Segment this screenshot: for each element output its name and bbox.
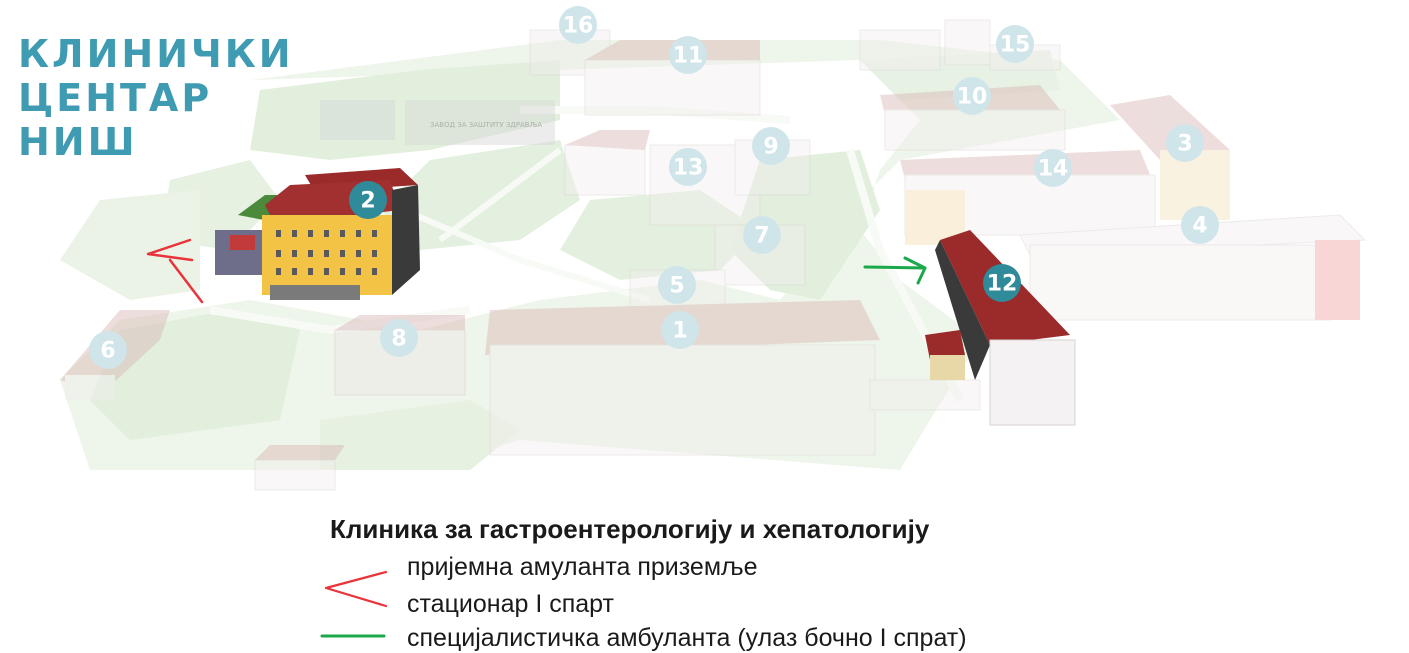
legend-red-arrow-icon (324, 570, 388, 608)
building-badge-8[interactable]: 8 (380, 319, 418, 357)
badge-number: 11 (673, 44, 704, 69)
building-badge-2[interactable]: 2 (349, 181, 387, 219)
building-badge-12[interactable]: 12 (983, 264, 1021, 302)
badge-number: 16 (563, 14, 594, 39)
badge-number: 9 (763, 135, 778, 160)
badge-circle (1034, 149, 1072, 187)
badge-number: 6 (100, 339, 115, 364)
badge-circle (953, 77, 991, 115)
badge-number: 1 (672, 319, 687, 344)
building-2[interactable] (215, 168, 420, 300)
badge-number: 13 (673, 156, 704, 181)
badge-circle (380, 319, 418, 357)
badge-circle (752, 127, 790, 165)
building-badge-16[interactable]: 16 (559, 6, 597, 44)
building-badge-15[interactable]: 15 (996, 25, 1034, 63)
legend-title: Клиника за гастроентерологију и хепатоло… (330, 514, 930, 544)
badge-number: 15 (1000, 33, 1031, 58)
badge-number: 12 (987, 272, 1018, 297)
campus-map: ЗАВОД ЗА ЗАШТИТУ ЗДРАВЉА 123456789101112… (60, 6, 1367, 491)
building-badge-11[interactable]: 11 (669, 36, 707, 74)
building-badge-6[interactable]: 6 (89, 331, 127, 369)
badge-circle (1166, 124, 1204, 162)
legend-item-inpatient: стационар I спарт (407, 590, 614, 618)
badge-circle (669, 36, 707, 74)
ground (60, 40, 1120, 470)
building-badge-4[interactable]: 4 (1181, 206, 1219, 244)
badge-circle (559, 6, 597, 44)
badge-number: 3 (1177, 132, 1192, 157)
road-sign-label: ЗАВОД ЗА ЗАШТИТУ ЗДРАВЉА (430, 121, 542, 129)
legend-item-reception: пријемна амуланта приземље (407, 553, 758, 581)
building-badge-3[interactable]: 3 (1166, 124, 1204, 162)
badge-number: 4 (1192, 214, 1207, 239)
badge-circle (669, 148, 707, 186)
badge-number: 2 (360, 189, 375, 214)
badge-circle (743, 216, 781, 254)
legend-green-line-icon (320, 634, 386, 638)
legend-item-specialist: специјалистичка амбуланта (улаз бочно I … (407, 624, 967, 652)
badge-number: 10 (957, 85, 988, 110)
title-line-1: КЛИНИЧКИ (18, 32, 294, 76)
map-title: КЛИНИЧКИ ЦЕНТАР НИШ (18, 32, 294, 164)
building-badge-1[interactable]: 1 (661, 311, 699, 349)
building-badge-9[interactable]: 9 (752, 127, 790, 165)
badge-circle (983, 264, 1021, 302)
title-line-3: НИШ (18, 120, 138, 164)
badge-circle (661, 311, 699, 349)
red-arrow-entrance (146, 238, 204, 304)
building-badge-13[interactable]: 13 (669, 148, 707, 186)
badge-number: 14 (1038, 157, 1069, 182)
badge-circle (349, 181, 387, 219)
building-badge-14[interactable]: 14 (1034, 149, 1072, 187)
badge-circle (1181, 206, 1219, 244)
building-badge-10[interactable]: 10 (953, 77, 991, 115)
badge-number: 7 (754, 224, 769, 249)
title-line-2: ЦЕНТАР (18, 76, 213, 120)
badge-number: 8 (391, 327, 406, 352)
building-badge-7[interactable]: 7 (743, 216, 781, 254)
badge-number: 5 (669, 274, 684, 299)
building-badge-5[interactable]: 5 (658, 266, 696, 304)
green-arrow-entrance (863, 256, 927, 285)
badge-circle (89, 331, 127, 369)
badge-circle (996, 25, 1034, 63)
badge-circle (658, 266, 696, 304)
